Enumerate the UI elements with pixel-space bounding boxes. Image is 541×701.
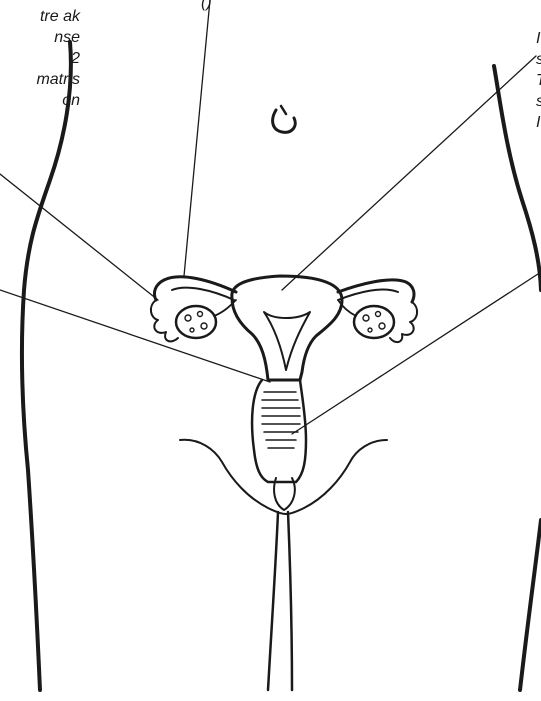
groin-line-left [180,440,286,514]
leader-line-right-lower [292,272,541,434]
label-left-line: 2 [0,48,80,69]
fimbriae-left [151,300,178,341]
navel-mark [281,106,286,114]
ovary-right [354,306,394,338]
label-right-line: I [536,28,541,49]
leader-line-left-lower [0,290,270,382]
fallopian-tube-left-inner [172,288,234,300]
inner-thigh-left [268,512,278,690]
label-left-line: tre ak [0,6,80,27]
label-left-line: on [0,90,80,111]
body-outline-right-lower [520,520,541,690]
fallopian-tube-right-inner [338,290,398,300]
label-right-line: s [536,49,541,70]
navel [273,110,296,132]
leader-line-right-upper [282,56,536,290]
body-outline-right [494,66,541,290]
inner-thigh-right [288,512,292,690]
fallopian-tube-right [338,280,414,302]
label-left-line: matris [0,69,80,90]
vaginal-rugae [262,392,300,448]
body-outline-left [22,42,71,690]
label-top-fragment: () [201,0,212,13]
label-right-block: I s T s I [536,28,541,133]
label-left-block: tre ak nse 2 matris on [0,6,80,111]
label-left-line: nse [0,27,80,48]
label-right-line: T [536,70,541,91]
label-right-line: I [536,112,541,133]
label-right-line: s [536,91,541,112]
leader-line-top [184,0,210,276]
vaginal-canal [252,380,306,482]
ovary-left [176,306,216,338]
